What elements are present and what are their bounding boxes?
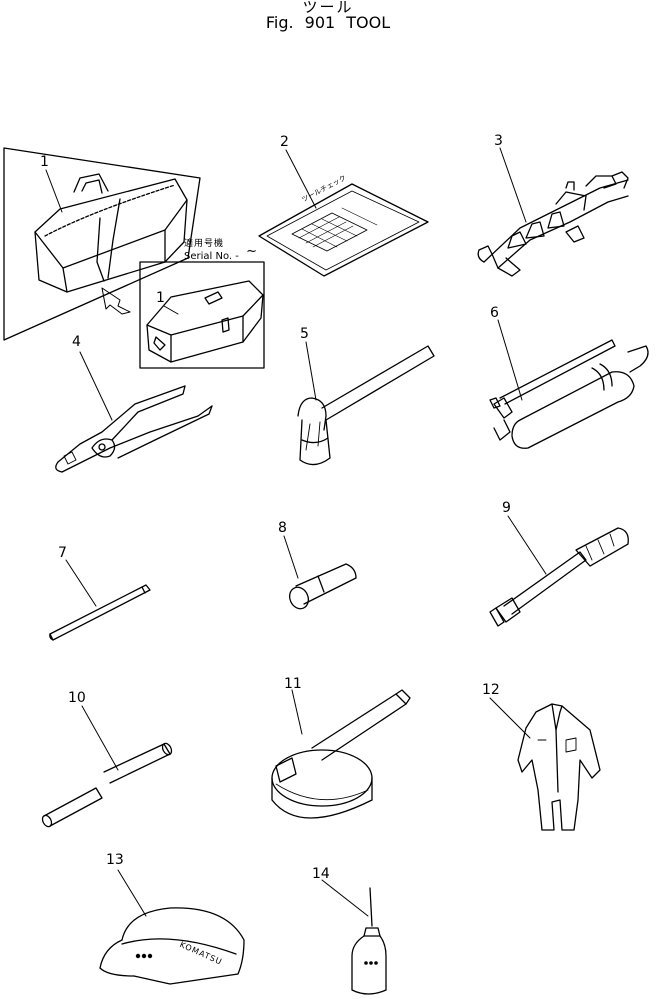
figure-title: Fig. 901 TOOL xyxy=(0,13,656,32)
title-japanese: ツール xyxy=(302,0,354,16)
serial-note: Serial No. - ~ xyxy=(184,244,257,263)
part-number-8: 8 xyxy=(278,520,287,536)
tool-box-frame xyxy=(140,262,264,368)
part-number-5: 5 xyxy=(300,326,309,342)
coverall-drawing xyxy=(518,704,600,830)
part-number-10: 10 xyxy=(68,690,86,706)
part-number-9: 9 xyxy=(502,500,511,516)
figure-name: TOOL xyxy=(346,13,391,32)
hammer-head xyxy=(300,420,330,465)
part-number-3: 3 xyxy=(494,133,503,149)
part-number-6: 6 xyxy=(490,305,499,321)
tool-list-sheet-drawing xyxy=(259,184,428,276)
bar-body xyxy=(50,585,150,640)
grease-gun-drawing xyxy=(490,340,648,448)
tool-bag-frame xyxy=(4,148,200,340)
socket-body xyxy=(296,564,356,604)
pipe-drawing xyxy=(41,742,174,828)
wrench-jaw-left xyxy=(478,246,498,268)
part-number-1-box: 1 xyxy=(156,290,165,306)
part-number-13: 13 xyxy=(106,852,124,868)
hammer-handle xyxy=(322,346,434,420)
extension-shaft xyxy=(504,552,586,614)
filter-wrench-handle xyxy=(312,694,406,760)
oiler-spout xyxy=(370,888,372,926)
oiler-body xyxy=(352,936,386,994)
pipe-lower xyxy=(44,788,102,826)
pliers-upper-handle xyxy=(58,386,185,462)
part-number-11: 11 xyxy=(284,676,302,692)
serial-tilde: ~ xyxy=(246,244,257,259)
grease-gun-barrel xyxy=(512,372,634,448)
tool-box-drawing xyxy=(140,262,264,368)
sheet-outline xyxy=(259,184,428,276)
filter-wrench-drawing xyxy=(272,690,410,818)
part-number-2: 2 xyxy=(280,134,289,150)
part-number-1-bag: 1 xyxy=(40,154,49,170)
cap-drawing xyxy=(100,908,244,984)
tool-bag-drawing xyxy=(4,148,200,340)
bag-handle xyxy=(74,174,108,192)
part-number-14: 14 xyxy=(312,866,330,882)
socket-drawing xyxy=(286,564,356,612)
leader-lines xyxy=(46,148,546,916)
pliers-drawing xyxy=(56,386,212,472)
bag-front-end xyxy=(35,232,67,292)
serial-note-jp: 適用号機 xyxy=(184,238,225,248)
bag-bottom xyxy=(67,200,187,292)
wrench-set-drawing xyxy=(478,172,628,276)
serial-label: Serial No. - xyxy=(184,251,239,262)
cap-crown xyxy=(122,908,244,984)
bar-drawing xyxy=(50,585,150,640)
sheet-grid xyxy=(292,213,367,251)
extension-handle-drawing xyxy=(490,528,628,626)
part-number-12: 12 xyxy=(482,682,500,698)
bag-arrow xyxy=(102,288,130,314)
pliers-pivot xyxy=(92,439,115,457)
part-number-4: 4 xyxy=(72,334,81,350)
pliers-lower-handle xyxy=(62,406,212,472)
hammer-drawing xyxy=(298,346,434,465)
coverall-outline xyxy=(518,704,600,830)
oiler-drawing xyxy=(352,888,386,994)
cap-visor xyxy=(100,940,134,976)
part-number-7: 7 xyxy=(58,545,67,561)
grease-gun-lever xyxy=(500,340,615,404)
figure-number: Fig. 901 xyxy=(265,13,336,32)
pipe-upper xyxy=(104,744,170,783)
